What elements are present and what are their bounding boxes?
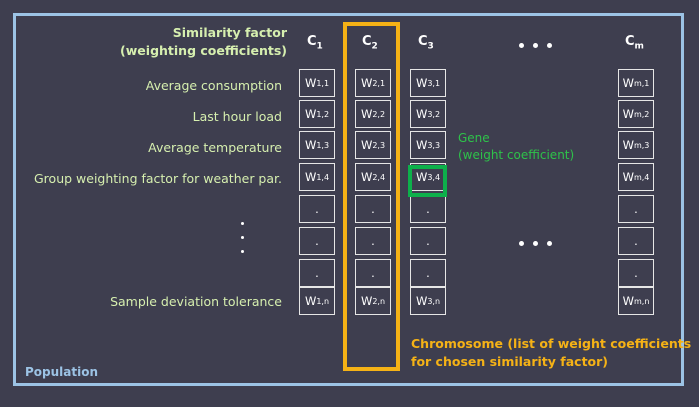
vertical-ellipsis [238, 222, 250, 264]
gene-highlight-box [408, 165, 447, 197]
population-label: Population [25, 365, 99, 379]
chromosome-label: Chromosome (list of weight coefficients … [411, 335, 696, 371]
ellipsis-cell: . [299, 227, 335, 255]
similarity-factor-title: Similarity factor (weighting coefficient… [100, 24, 287, 60]
chromosome-label-line1: Chromosome (list of weight coefficients [411, 336, 692, 351]
ellipsis-cell: . [299, 195, 335, 223]
column-header-c2: C2 [362, 34, 378, 52]
ellipsis-dot [547, 241, 552, 246]
ellipsis-cell: . [410, 195, 446, 223]
horizontal-ellipsis-top [519, 43, 559, 49]
ellipsis-cell: . [355, 259, 391, 287]
ellipsis-dot [533, 241, 538, 246]
similarity-title-line1: Similarity factor [172, 25, 287, 40]
ellipsis-cell: . [410, 227, 446, 255]
ellipsis-dot [547, 43, 552, 48]
row-label-sample-deviation-tolerance: Sample deviation tolerance [110, 294, 282, 309]
row-label-average-consumption: Average consumption [145, 78, 282, 93]
horizontal-ellipsis-middle [519, 241, 559, 247]
gene-label: Gene (weight coefficient) [458, 130, 574, 164]
ellipsis-dot [241, 236, 244, 239]
column-header-cm: Cm [625, 34, 644, 52]
ellipsis-cell: . [355, 195, 391, 223]
column-header-c3: C3 [418, 34, 434, 52]
ellipsis-cell: . [618, 259, 654, 287]
chromosome-label-line2: for chosen similarity factor) [411, 354, 609, 369]
column-header-c1: C1 [307, 34, 323, 52]
ellipsis-dot [241, 250, 244, 253]
ellipsis-dot [519, 43, 524, 48]
ellipsis-dot [533, 43, 538, 48]
ellipsis-dot [241, 222, 244, 225]
chromosome-highlight-box [343, 22, 400, 371]
ellipsis-dot [519, 241, 524, 246]
population-frame [13, 13, 684, 386]
row-label-last-hour-load: Last hour load [192, 109, 282, 124]
row-label-average-temperature: Average temperature [148, 140, 282, 155]
ellipsis-cell: . [299, 259, 335, 287]
similarity-title-line2: (weighting coefficients) [120, 43, 287, 58]
gene-label-line1: Gene [458, 131, 490, 145]
ellipsis-cell: . [618, 227, 654, 255]
ellipsis-cell: . [410, 259, 446, 287]
row-label-group-weighting-factor: Group weighting factor for weather par. [34, 171, 282, 186]
gene-label-line2: (weight coefficient) [458, 148, 575, 162]
ellipsis-cell: . [355, 227, 391, 255]
ellipsis-cell: . [618, 195, 654, 223]
